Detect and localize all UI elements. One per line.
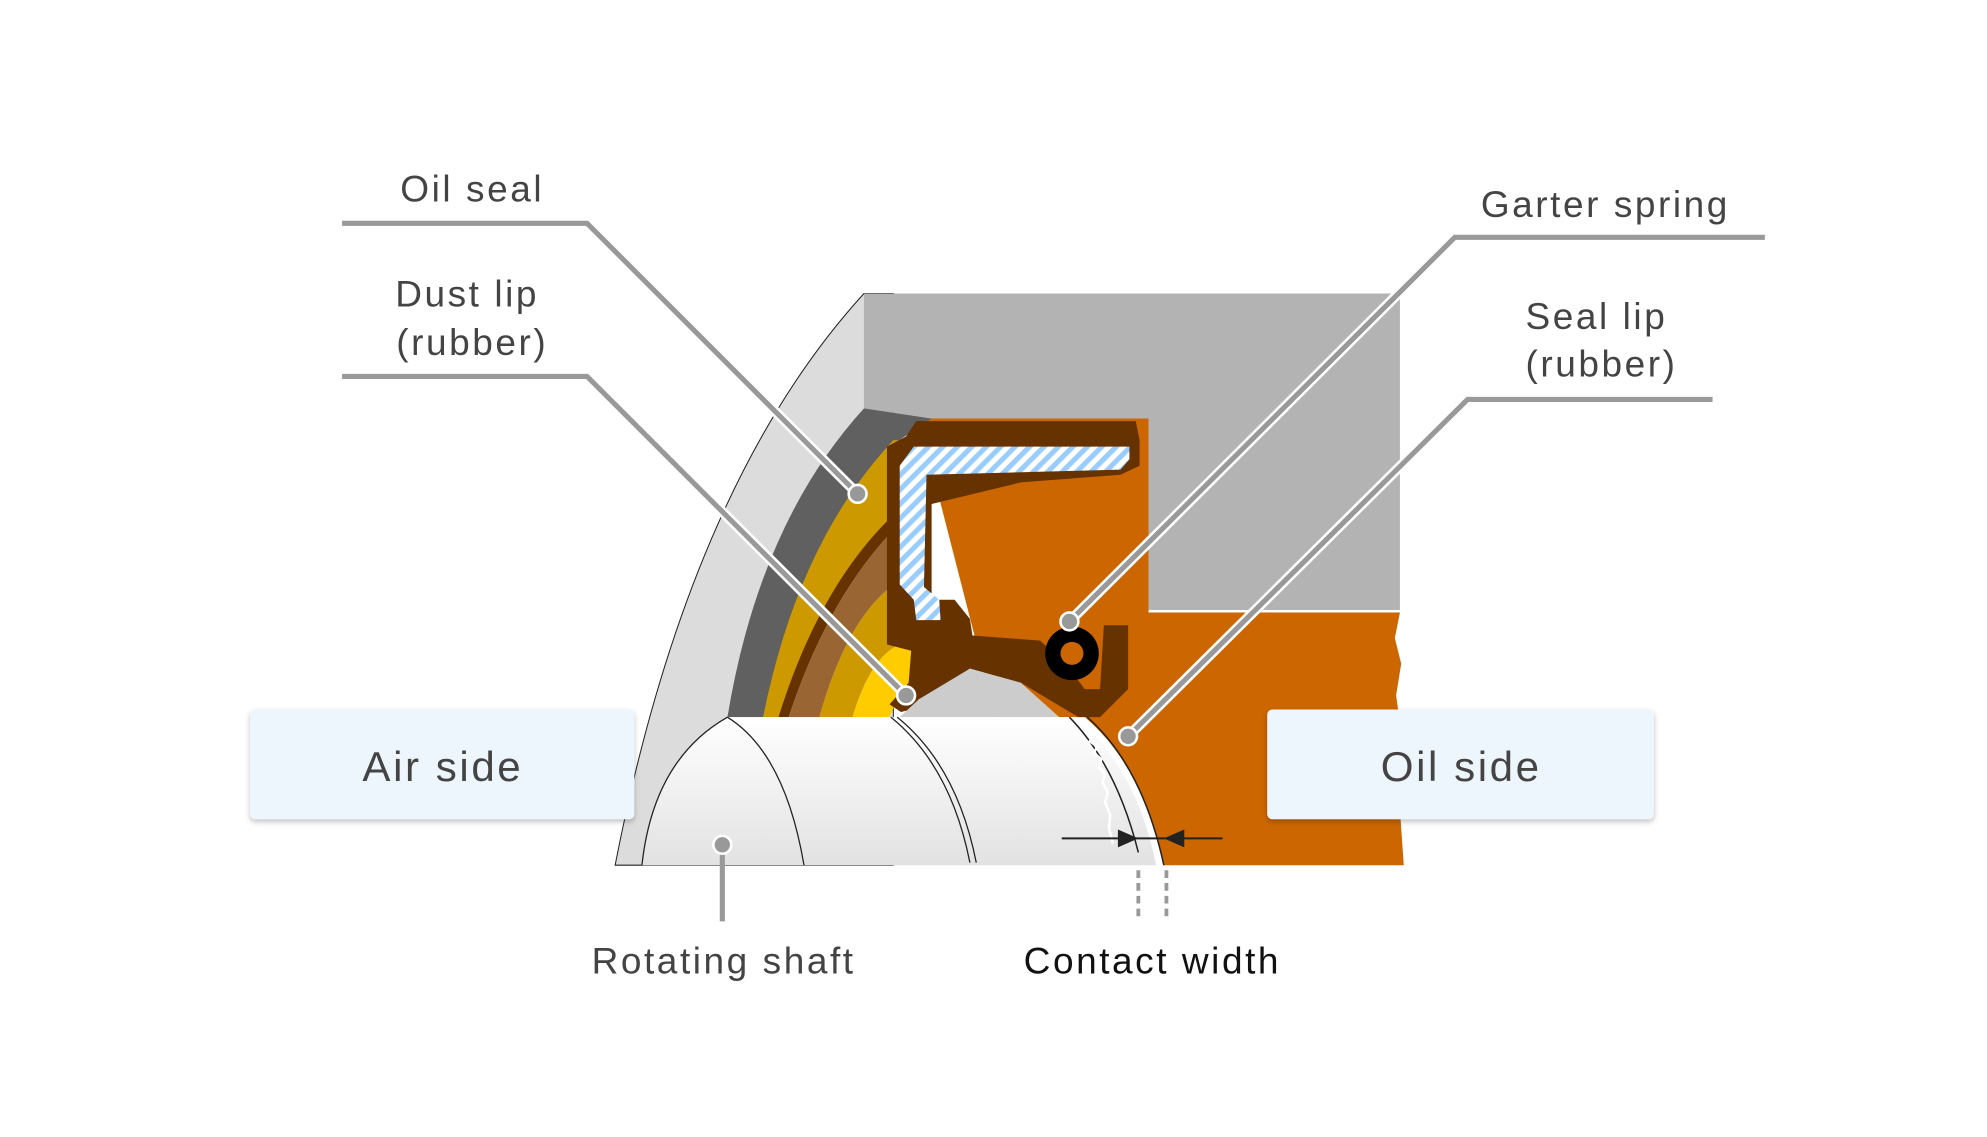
leader-seal-lip	[1117, 395, 1713, 747]
label-dust-lip: Dust lip	[395, 273, 539, 314]
metal-insert	[899, 446, 1130, 621]
housing	[863, 293, 1400, 610]
label-contact-width: Contact width	[1024, 941, 1281, 982]
garter-spring-core	[1060, 641, 1084, 665]
seal-rubber-dark	[886, 421, 1140, 718]
air-side-box: Air side	[250, 709, 635, 820]
label-rotating-shaft: Rotating shaft	[592, 941, 856, 982]
contact-width-dimension	[1061, 829, 1223, 922]
label-seal-lip: Seal lip	[1526, 296, 1668, 337]
leader-rotating-shaft	[712, 834, 733, 922]
oil-side-box: Oil side	[1267, 709, 1654, 820]
air-gap-wedge	[899, 668, 1060, 718]
label-dust-lip-rubber: (rubber)	[396, 322, 548, 363]
shaft-end-edge	[727, 716, 805, 866]
housing-dark-band	[727, 408, 932, 718]
air-side-label: Air side	[362, 743, 523, 790]
serrated-edge	[1083, 717, 1115, 844]
label-seal-lip-rubber: (rubber)	[1526, 343, 1678, 384]
rotating-shaft	[641, 717, 1157, 866]
leader-oil-seal	[342, 219, 868, 505]
leader-garter-spring	[1059, 233, 1765, 632]
dust-lip-contact	[890, 716, 977, 863]
label-garter-spring: Garter spring	[1481, 184, 1730, 225]
oil-side-label: Oil side	[1381, 743, 1542, 790]
shaft-end-edge-left	[641, 716, 728, 866]
leader-dust-lip	[342, 372, 917, 706]
seal-lip-contact	[1068, 716, 1165, 866]
label-oil-seal: Oil seal	[400, 169, 544, 210]
